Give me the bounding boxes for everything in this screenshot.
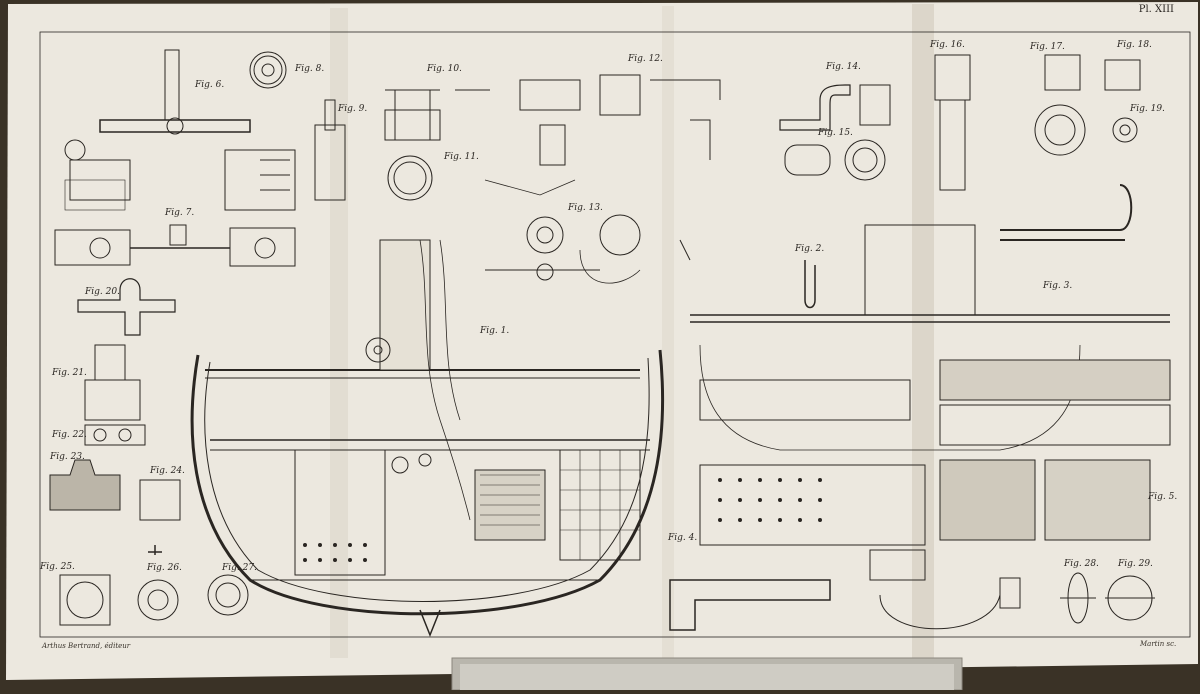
fig14-15-drawings	[779, 84, 891, 181]
fig-19-label: Fig. 19.	[1130, 104, 1165, 114]
fig-9-label: Fig. 9.	[338, 104, 368, 114]
publisher-credit: Arthus Bertrand, éditeur	[42, 642, 131, 650]
fig-17-label: Fig. 17.	[1030, 42, 1065, 52]
fig-25-label: Fig. 25.	[40, 562, 75, 572]
paper-sheet	[6, 2, 1198, 680]
plate-number: Pl. XIII	[1138, 4, 1174, 15]
fig-22-label: Fig. 22.	[52, 430, 87, 440]
fig-26-label: Fig. 26.	[147, 563, 182, 573]
engraver-credit: Martin sc.	[1140, 640, 1177, 648]
fig13-drawing	[485, 214, 641, 284]
fig-24-label: Fig. 24.	[150, 466, 185, 476]
fold-shadow-right	[912, 4, 934, 659]
fig-7-label: Fig. 7.	[165, 208, 195, 218]
fig-5-label: Fig. 5.	[1148, 492, 1178, 502]
fig-1-label: Fig. 1.	[480, 326, 510, 336]
fig-28-label: Fig. 28.	[1064, 559, 1099, 569]
fig6-drawing	[64, 49, 296, 211]
fig-2-label: Fig. 2.	[795, 244, 825, 254]
fig28-29-drawings	[1060, 572, 1155, 624]
fig9-11-drawings	[314, 89, 490, 201]
bottom-tab-inner	[460, 664, 954, 690]
fig-3-label: Fig. 3.	[1043, 281, 1073, 291]
fig-14-label: Fig. 14.	[826, 62, 861, 72]
fig7-drawing	[54, 224, 296, 267]
plate-frame	[39, 31, 1191, 638]
fig-27-label: Fig. 27.	[222, 563, 257, 573]
fig8-rosette	[249, 51, 287, 89]
fig-8-label: Fig. 8.	[295, 64, 325, 74]
fig12-drawing	[484, 74, 721, 261]
fig-13-label: Fig. 13.	[568, 203, 603, 213]
fig-10-label: Fig. 10.	[427, 64, 462, 74]
fig-6-label: Fig. 6.	[195, 80, 225, 90]
fig-15-label: Fig. 15.	[818, 128, 853, 138]
fig16-19-drawings	[934, 54, 1141, 241]
fig-4-label: Fig. 4.	[668, 533, 698, 543]
fig-23-label: Fig. 23.	[50, 452, 85, 462]
fig-16-label: Fig. 16.	[930, 40, 965, 50]
fold-shadow-left	[330, 8, 348, 658]
hull-section-drawing	[190, 239, 665, 638]
fig-21-label: Fig. 21.	[52, 368, 87, 378]
fig-11-label: Fig. 11.	[444, 152, 479, 162]
fold-shadow-middle	[662, 6, 674, 661]
fig-12-label: Fig. 12.	[628, 54, 663, 64]
fig20-27-drawings	[49, 278, 249, 626]
fig-20-label: Fig. 20.	[85, 287, 120, 297]
fig2-5-drawings	[669, 224, 1171, 631]
fig-29-label: Fig. 29.	[1118, 559, 1153, 569]
fig-18-label: Fig. 18.	[1117, 40, 1152, 50]
